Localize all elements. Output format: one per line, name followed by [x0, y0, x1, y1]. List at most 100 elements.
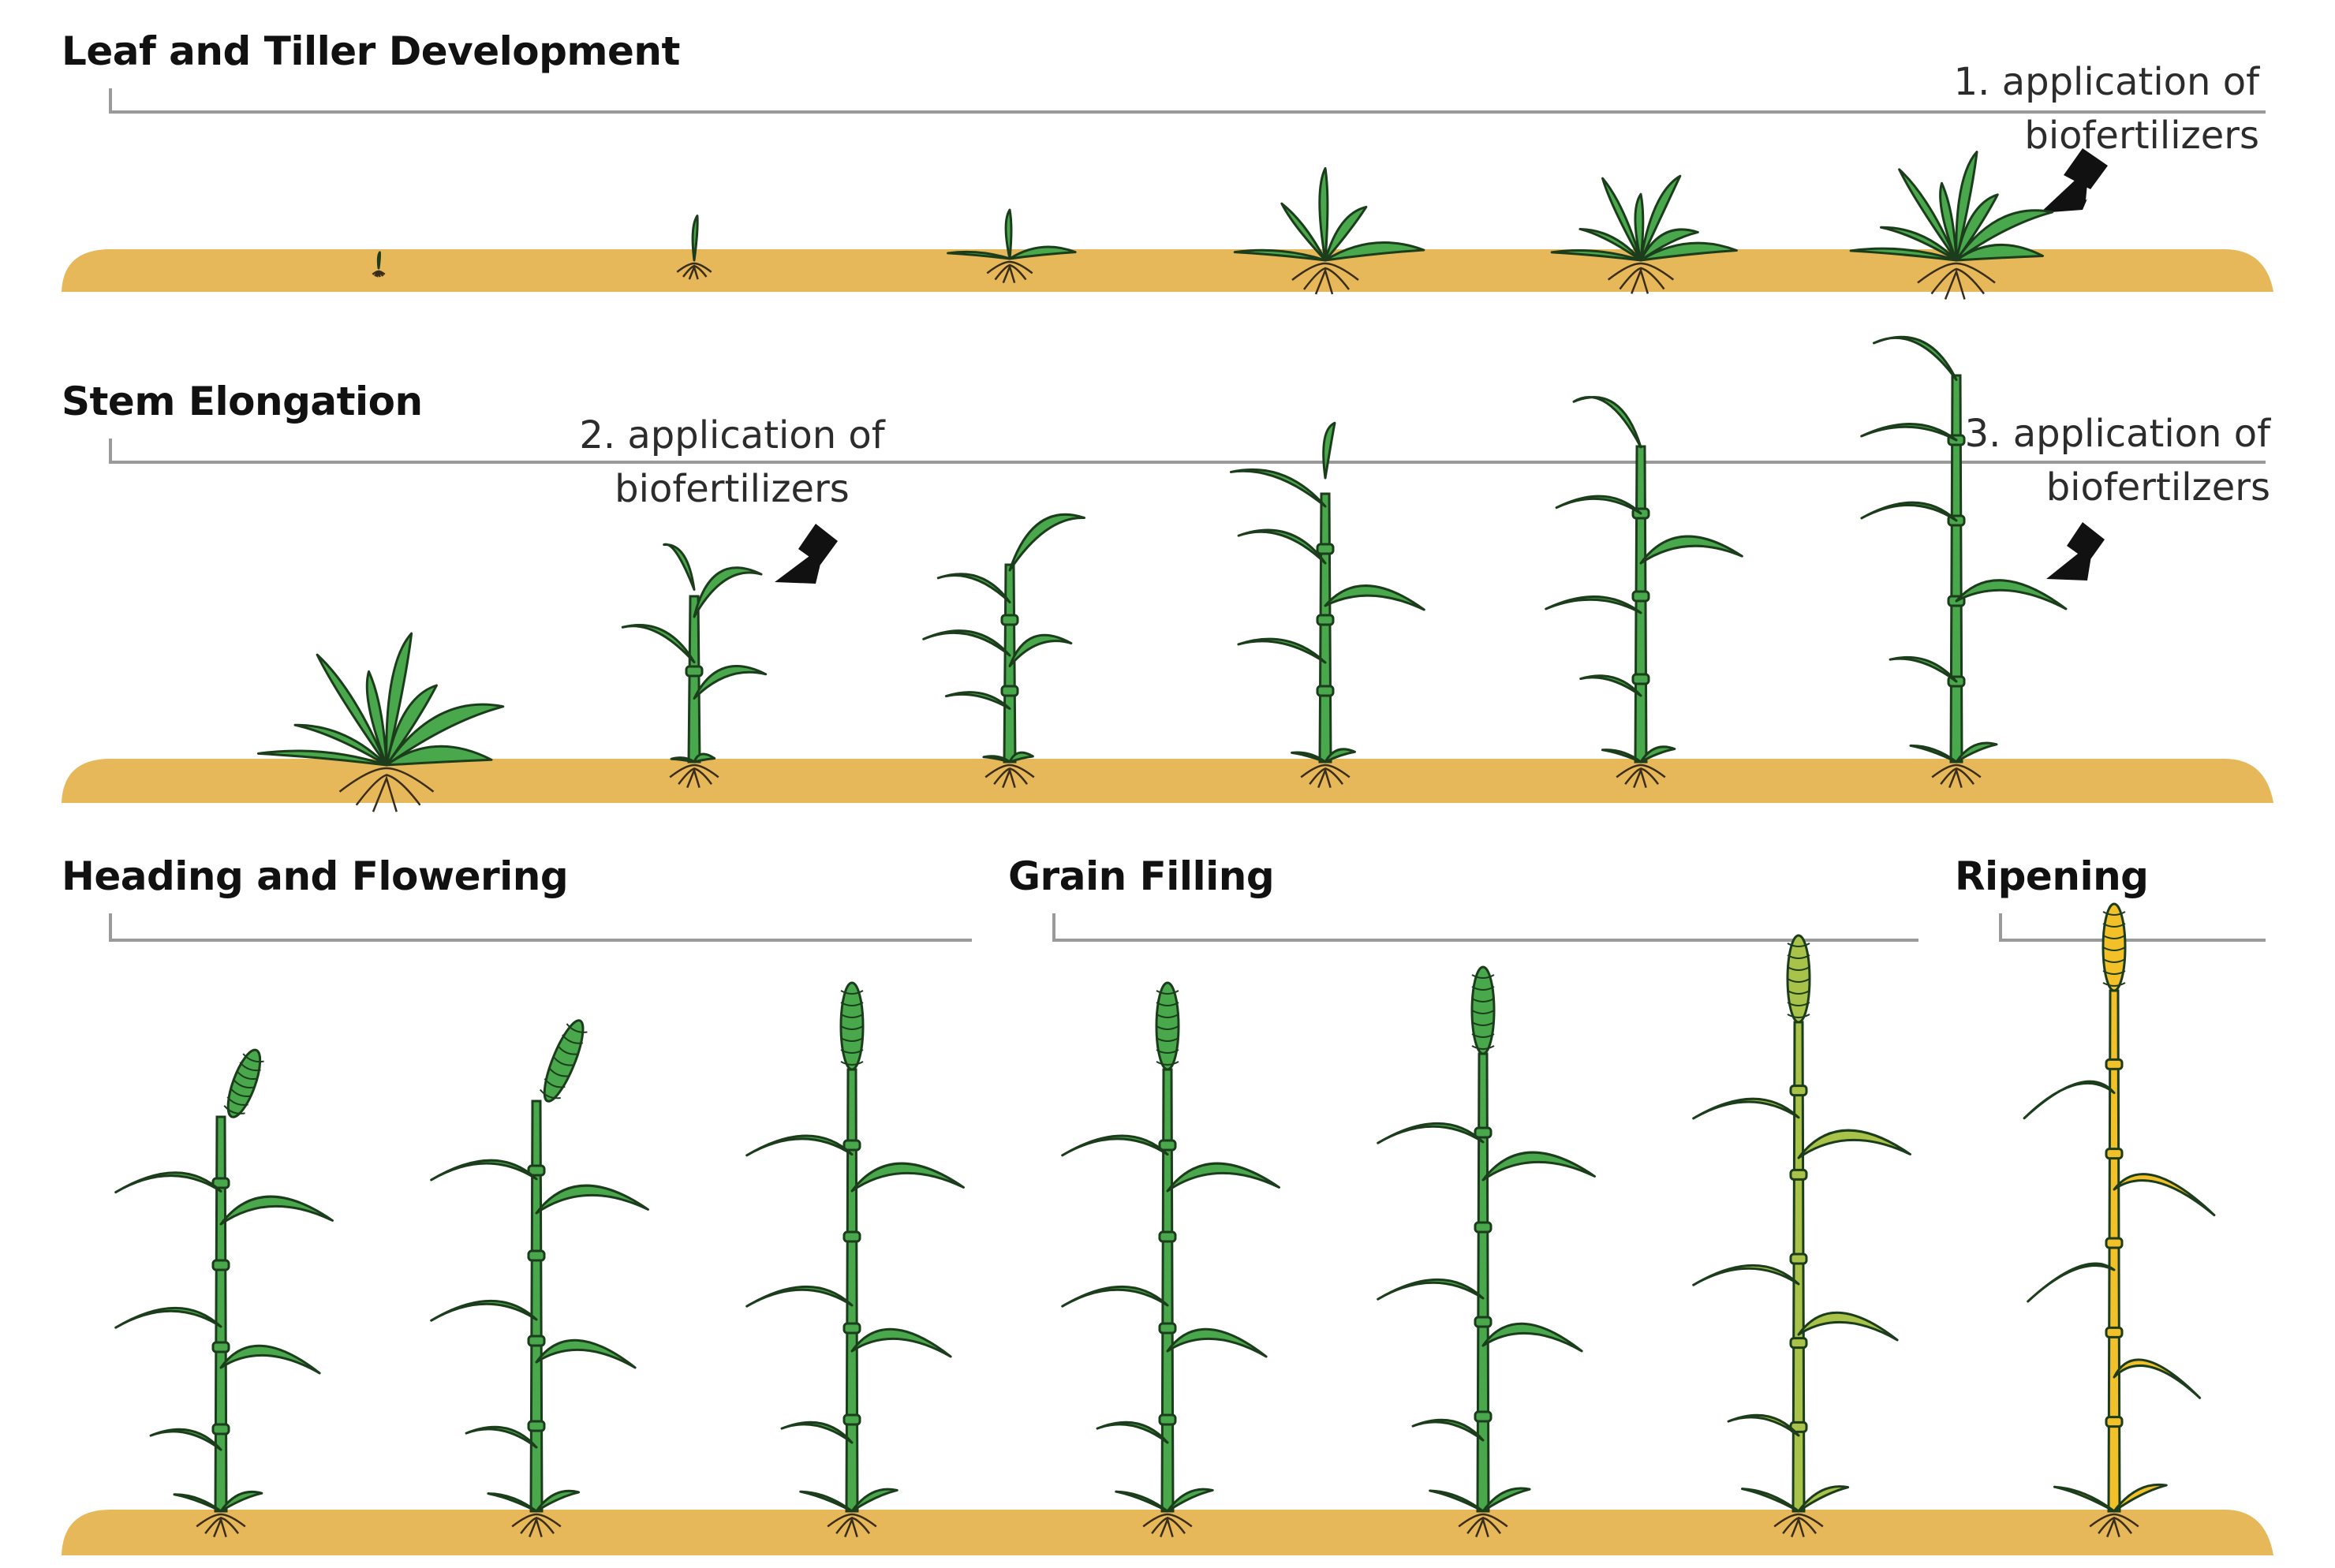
leaf	[1860, 501, 1958, 522]
leaf	[1550, 249, 1642, 262]
leaf	[663, 543, 696, 591]
leaf	[670, 756, 696, 763]
stem-node	[1789, 1253, 1808, 1265]
grain-spikelet	[1471, 1033, 1495, 1038]
roots	[1607, 262, 1675, 294]
grain-spikelet	[840, 1037, 864, 1042]
bracket-ripening	[1999, 913, 2266, 942]
leaf	[780, 1421, 854, 1444]
grain-spikelet	[223, 1105, 245, 1114]
leaf	[1291, 751, 1327, 763]
leaf	[922, 629, 1011, 657]
stem-node	[1158, 1230, 1177, 1243]
leaf	[936, 573, 1011, 603]
grain-head	[839, 981, 865, 1071]
plant-leaf-stage-5	[1550, 174, 1738, 294]
grain-head-body	[1470, 965, 1496, 1055]
leaf	[1237, 528, 1327, 565]
roots	[338, 767, 435, 812]
leaf	[1955, 193, 1999, 262]
leaf	[850, 1488, 899, 1513]
stem-node	[1474, 1316, 1493, 1328]
grain-spikelet	[840, 990, 864, 995]
arrow-application-2-shaft	[798, 524, 838, 565]
leaf	[947, 250, 1011, 260]
stem	[1949, 374, 1963, 763]
leaf	[1955, 151, 1978, 262]
stem-node	[1316, 614, 1335, 626]
grain-spikelet	[1471, 1021, 1495, 1026]
leaf	[219, 1195, 334, 1226]
grain-spikelet	[2102, 970, 2126, 975]
leaf	[1797, 1311, 1899, 1342]
grain-head-body	[543, 1019, 585, 1103]
leaf	[799, 1490, 854, 1513]
leaf	[2027, 1262, 2116, 1303]
grain-head-body	[839, 981, 865, 1071]
leaf	[1324, 241, 1425, 262]
grain-spikelet	[236, 1070, 258, 1080]
leaf	[1555, 495, 1642, 515]
leaf	[1429, 1489, 1485, 1513]
stem	[1160, 1068, 1175, 1513]
grain-spikelet	[552, 1056, 574, 1066]
grain-spikelet	[544, 1077, 566, 1088]
grain-spikelet	[2102, 958, 2126, 963]
leaf	[1797, 1129, 1911, 1159]
grain-head	[539, 1019, 588, 1103]
grain-spikelet	[1156, 1061, 1179, 1066]
stem-node	[211, 1177, 230, 1189]
leaf	[114, 1306, 222, 1329]
plant-leaf-stage-2	[676, 215, 712, 280]
title-heading-flowering: Heading and Flowering	[62, 853, 569, 899]
leaf	[2053, 1485, 2116, 1513]
grain-head-body	[1786, 934, 1811, 1024]
leaf	[1008, 513, 1086, 572]
grain-spikelet	[2102, 935, 2126, 939]
roots	[984, 763, 1035, 789]
stem-node	[1316, 685, 1335, 697]
leaf	[1324, 748, 1356, 763]
plant-heading-3	[745, 981, 965, 1538]
leaf	[535, 1338, 637, 1369]
grain-spikelet	[233, 1079, 255, 1088]
leaf	[173, 1493, 222, 1513]
title-ripening: Ripening	[1955, 853, 2149, 899]
stem-node	[211, 1341, 230, 1353]
leaf	[1797, 1485, 1850, 1513]
leaf	[2113, 1483, 2168, 1513]
plant-leaf-stage-4	[1233, 166, 1425, 295]
soil-band-row1	[62, 249, 2273, 292]
plant-stem-stage-3	[922, 513, 1086, 789]
stem	[1634, 445, 1648, 763]
leaf	[693, 752, 716, 763]
leaf	[1879, 226, 1958, 262]
roots	[1142, 1513, 1193, 1538]
leaf	[1601, 749, 1642, 763]
leaf	[256, 749, 388, 767]
leaf	[1639, 535, 1743, 565]
grain-spikelet	[1471, 1010, 1495, 1014]
stem-node	[842, 1413, 861, 1426]
grain-spikelet	[1787, 943, 1810, 947]
roots	[669, 763, 719, 789]
leaf	[1008, 633, 1073, 667]
leaf	[1096, 1421, 1169, 1444]
plant-stem-stage-1	[256, 632, 505, 812]
grain-spikelet	[562, 1034, 583, 1044]
roots	[1917, 262, 1996, 300]
grain-spikelet	[1787, 990, 1810, 995]
bracket-leaf-tiller	[109, 88, 2266, 114]
stem-node	[1316, 543, 1335, 555]
plant-heading-2	[430, 1019, 649, 1538]
plant-grain-2	[1377, 965, 1596, 1538]
grain-spikelet	[2102, 982, 2126, 987]
leaf	[365, 670, 388, 767]
leaf	[850, 1162, 965, 1193]
leaf	[385, 632, 413, 767]
grain-spikelet	[1471, 986, 1495, 991]
grain-spikelet	[840, 1014, 864, 1018]
leaf	[1634, 192, 1645, 262]
